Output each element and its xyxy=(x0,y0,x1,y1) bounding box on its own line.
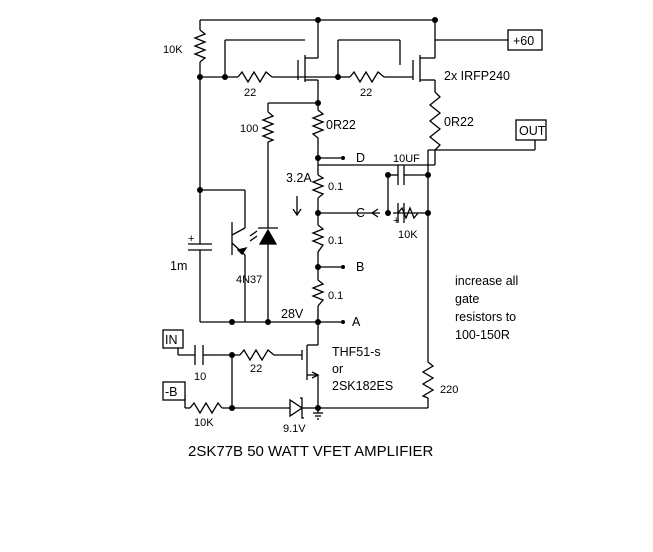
label-r10k-fb: 10K xyxy=(398,229,418,241)
label-opto: 4N37 xyxy=(236,274,262,286)
resistor-220 xyxy=(421,361,435,399)
label-r0r22-a: 0R22 xyxy=(326,118,356,132)
note-line-3: resistors to xyxy=(455,310,516,324)
terminal-boxes xyxy=(162,29,547,401)
resistor-0-1-c xyxy=(311,279,325,307)
label-jfet-b: 2SK182ES xyxy=(332,379,393,393)
label-zener: 9.1V xyxy=(283,423,306,435)
label-cap-1m: 1m xyxy=(170,259,187,273)
label-current: 3.2A xyxy=(286,171,312,185)
capacitors xyxy=(188,165,410,365)
terminal-box-vplus xyxy=(507,29,543,51)
resistors xyxy=(189,29,442,415)
terminal-out: OUT xyxy=(519,124,546,138)
resistor-0-1-a xyxy=(311,174,325,199)
resistor-0-1-b xyxy=(311,224,325,253)
label-r10k-bias: 10K xyxy=(194,417,214,429)
resistor-0r22-left xyxy=(311,109,325,139)
resistor-22-input xyxy=(239,348,280,362)
label-r10k-top: 10K xyxy=(163,44,183,56)
terminal-vplus: +60 xyxy=(513,34,534,48)
label-r0r22-b: 0R22 xyxy=(444,115,474,129)
semiconductors xyxy=(231,196,379,419)
note-line-1: increase all xyxy=(455,274,518,288)
terminal-in: IN xyxy=(165,333,178,347)
cap-plus-1m: + xyxy=(188,233,194,245)
led-diode xyxy=(258,228,278,245)
resistor-10k-top xyxy=(193,29,207,63)
test-point-a: A xyxy=(352,315,361,329)
label-r22-left: 22 xyxy=(244,87,256,99)
label-c10: 10 xyxy=(194,371,206,383)
resistor-0r22-right xyxy=(428,91,442,151)
junction-dots xyxy=(197,17,438,411)
resistor-100 xyxy=(261,111,275,143)
label-jfet-a: THF51-s xyxy=(332,345,381,359)
label-r220: 220 xyxy=(440,384,458,396)
zener-diode xyxy=(289,398,304,418)
label-r22-in: 22 xyxy=(250,363,262,375)
terminal-box-out xyxy=(515,119,547,141)
diagram-title: 2SK77B 50 WATT VFET AMPLIFIER xyxy=(188,443,434,460)
resistor-22-right xyxy=(349,70,385,84)
label-volt-28: 28V xyxy=(281,307,304,321)
label-r01-1: 0.1 xyxy=(328,181,343,193)
label-mosfets: 2x IRFP240 xyxy=(444,69,510,83)
cap-plus-fb: + xyxy=(393,215,399,227)
terminal-vminus: -B xyxy=(165,385,178,399)
note-line-4: 100-150R xyxy=(455,328,510,342)
label-r01-2: 0.1 xyxy=(328,235,343,247)
label-r01-3: 0.1 xyxy=(328,290,343,302)
label-c10uf: 10UF xyxy=(393,153,420,165)
label-r22-right: 22 xyxy=(360,87,372,99)
wires xyxy=(177,19,536,420)
resistor-10k-feedback xyxy=(397,206,419,220)
label-jfet-or: or xyxy=(332,362,343,376)
resistor-22-left xyxy=(237,70,273,84)
label-r100: 100 xyxy=(240,123,258,135)
test-point-b: B xyxy=(356,260,364,274)
test-point-d: D xyxy=(356,151,365,165)
test-point-c: C xyxy=(356,206,365,220)
resistor-10k-bias xyxy=(189,401,223,415)
terminal-box-vminus xyxy=(162,381,186,401)
terminal-box-in xyxy=(162,329,184,349)
note-line-2: gate xyxy=(455,292,479,306)
